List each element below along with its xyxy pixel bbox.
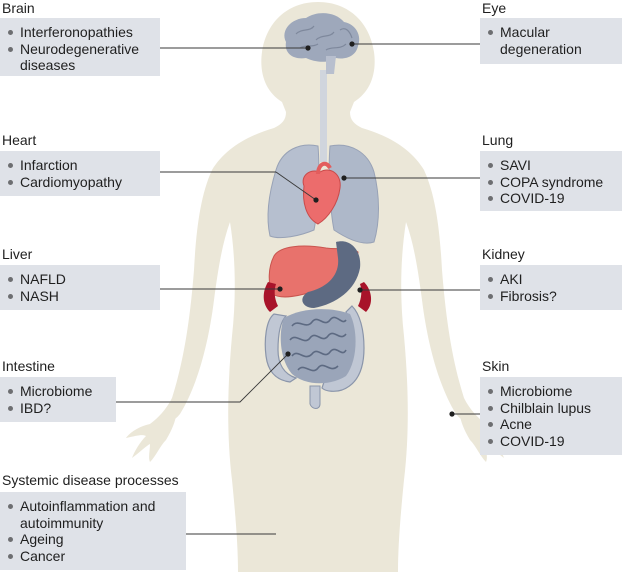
list-item: NASH xyxy=(6,288,152,305)
rectum xyxy=(309,385,321,409)
list-item: Chilblain lupus xyxy=(486,400,614,417)
list-item: Fibrosis? xyxy=(486,288,614,305)
list-item: Autoinflammation and xyxy=(6,498,178,515)
intestine-box: Microbiome IBD? xyxy=(0,377,116,422)
list-item: Ageing xyxy=(6,531,178,548)
intestine-title: Intestine xyxy=(2,358,55,374)
small-intestine xyxy=(280,309,356,384)
small-intestine-folds xyxy=(289,316,347,372)
list-item: Microbiome xyxy=(486,383,614,400)
brain-title: Brain xyxy=(2,0,35,16)
eye-box: Macular degeneration xyxy=(480,18,622,64)
brain-box: Interferonopathies Neurodegenerative dis… xyxy=(0,18,160,76)
list-item: AKI xyxy=(486,271,614,288)
list-item: NAFLD xyxy=(6,271,152,288)
kidney-title: Kidney xyxy=(482,246,525,262)
left-kidney xyxy=(263,282,278,312)
list-item: Cardiomyopathy xyxy=(6,174,152,191)
brainstem xyxy=(326,56,336,74)
liver-title: Liver xyxy=(2,246,33,262)
list-item: SAVI xyxy=(486,157,614,174)
list-item: IBD? xyxy=(6,400,108,417)
lung-box: SAVI COPA syndrome COVID-19 xyxy=(480,151,622,211)
list-item-continuation: degeneration xyxy=(500,40,582,57)
list-item: Interferonopathies xyxy=(6,24,152,41)
eye-title: Eye xyxy=(482,0,507,16)
heart-box: Infarction Cardiomyopathy xyxy=(0,151,160,196)
list-item: Neurodegenerative xyxy=(6,41,152,58)
skin-title: Skin xyxy=(482,358,510,374)
systemic-title: Systemic disease processes xyxy=(2,472,179,488)
trachea xyxy=(320,70,327,162)
liver-box: NAFLD NASH xyxy=(0,265,160,310)
list-item: COPA syndrome xyxy=(486,174,614,191)
lung-title: Lung xyxy=(482,132,514,148)
heart xyxy=(302,169,341,225)
kidney-box: AKI Fibrosis? xyxy=(480,265,622,310)
heart-title: Heart xyxy=(2,132,37,148)
list-item-continuation: diseases xyxy=(20,57,76,73)
list-item-continuation: autoimmunity xyxy=(20,514,104,531)
left-hand xyxy=(126,414,176,462)
list-item: Acne xyxy=(486,416,614,433)
list-item: Infarction xyxy=(6,157,152,174)
leader-lines xyxy=(116,43,480,535)
connector-dots xyxy=(277,41,455,417)
stomach xyxy=(302,241,361,308)
systemic-box: Autoinflammation and autoimmunity Ageing… xyxy=(0,492,186,570)
list-item: COVID-19 xyxy=(486,433,614,450)
list-item: Macular xyxy=(486,24,614,41)
aorta xyxy=(316,161,332,175)
skin-box: Microbiome Chilblain lupus Acne COVID-19 xyxy=(480,377,622,455)
list-item: Microbiome xyxy=(6,383,108,400)
list-item: COVID-19 xyxy=(486,190,614,207)
list-item: Cancer xyxy=(6,548,178,565)
